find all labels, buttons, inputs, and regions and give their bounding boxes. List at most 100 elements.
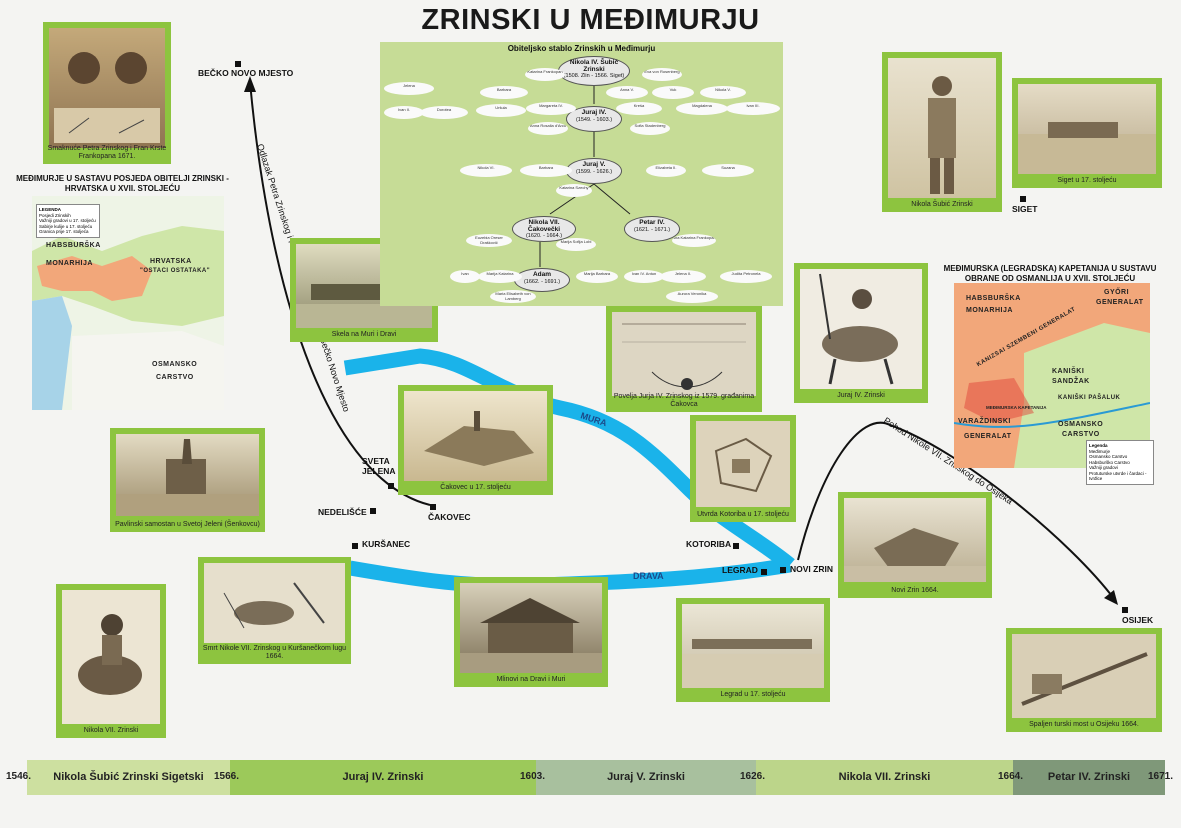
map-right-label-habsburska: HABSBURŠKA (966, 295, 1021, 302)
timeline-year-0: 1546. (6, 771, 32, 782)
novi-zrin-caption: Novi Zrin 1664. (891, 587, 939, 594)
tree-side-node: Eva von Rosenberg (642, 68, 682, 81)
map-right-shapes (954, 283, 1150, 468)
juraj-iv-caption: Juraj IV. Zrinski (837, 392, 885, 399)
place-kursanec-label: KURŠANEC (362, 539, 411, 549)
place-becko-label: BEČKO NOVO MJESTO (198, 68, 294, 78)
map-right-label-kaniski: KANIŠKI (1052, 368, 1085, 375)
frame-nikola-vii: Nikola VII. Zrinski (56, 584, 166, 738)
tree-side-node: Barbara (520, 164, 572, 177)
cakovec-image (404, 391, 547, 481)
tree-side-node: Katarina Frankopan (525, 68, 565, 81)
map-left-label-osmansko: OSMANSKO (152, 361, 198, 368)
odlazak-arrowhead (244, 76, 256, 92)
tree-side-node: Ivan II. (384, 106, 424, 119)
map-right-legend: Legenda Međimurje Osmansko Carstvo Habsb… (1086, 440, 1154, 485)
kotoriba-image (696, 421, 790, 507)
nikola-subic-image (888, 58, 996, 198)
frame-smaknuce: Smaknuće Petra Zrinskog i Fran Krste Fra… (43, 22, 171, 164)
pavlinski-image (116, 434, 259, 516)
frame-juraj-iv: Juraj IV. Zrinski (794, 263, 928, 403)
place-legrad-label: LEGRAD (722, 565, 758, 575)
tree-side-node: Anna V. (606, 86, 648, 99)
page-title: ZRINSKI U MEĐIMURJU (421, 4, 760, 36)
tree-side-node: Judita Petronela (720, 270, 772, 283)
smrt-caption: Smrt Nikole VII. Zrinskog u Kuršanečkom … (202, 645, 347, 660)
legrad-caption: Legrad u 17. stoljeću (720, 691, 786, 698)
place-novi-zrin-marker (780, 564, 786, 574)
tree-side-node: Dorotea (420, 106, 468, 119)
kotoriba-caption: Utvrda Kotoriba u 17. stoljeću (697, 511, 789, 518)
place-legrad-marker (761, 566, 767, 576)
timeline: Nikola Šubić Zrinski Sigetski Juraj IV. … (27, 760, 1165, 795)
tree-side-node: Euzebia Oreser Draškovič (466, 234, 512, 247)
tree-side-node: Jelena II. (660, 270, 706, 283)
mlinovi-caption: Mlinovi na Dravi i Muri (496, 676, 566, 683)
drava-label: DRAVA (633, 571, 664, 581)
place-nedelisce-marker (370, 505, 376, 515)
pohod-route (797, 421, 1116, 601)
tree-side-node: Marija Sofija Lobl (556, 238, 596, 251)
siget-caption: Siget u 17. stoljeću (1057, 177, 1117, 184)
frame-cakovec: Čakovec u 17. stoljeću (398, 385, 553, 495)
family-tree: Obiteljsko stablo Zrinskih u Međimurju N… (380, 42, 783, 306)
frame-most: Spaljen turski most u Osijeku 1664. (1006, 628, 1162, 732)
tree-node-petar-iv: Petar IV.(1621. - 1671.) (624, 216, 680, 242)
frame-novi-zrin: Novi Zrin 1664. (838, 492, 992, 598)
frame-smrt: Smrt Nikole VII. Zrinskog u Kuršanečkom … (198, 557, 351, 664)
povelja-caption: Povelja Jurja IV. Zrinskog iz 1579. građ… (613, 393, 755, 408)
place-sveta-jelena-marker (388, 480, 394, 490)
map-right-label-osmansko: OSMANSKO (1058, 421, 1104, 428)
timeline-segment-2: Juraj V. Zrinski (536, 760, 756, 795)
timeline-segment-4: Petar IV. Zrinski (1013, 760, 1165, 795)
tree-side-node: Vuk (652, 86, 694, 99)
timeline-year-1: 1566. (214, 771, 240, 782)
nikola-subic-caption: Nikola Šubić Zrinski (911, 201, 973, 208)
tree-side-node: Jelena (384, 82, 434, 95)
frame-povelja: Povelja Jurja IV. Zrinskog iz 1579. građ… (606, 306, 762, 412)
nikola-vii-image (62, 590, 160, 724)
frame-mlinovi: Mlinovi na Dravi i Muri (454, 577, 608, 687)
cakovec-caption: Čakovec u 17. stoljeću (440, 484, 511, 491)
tree-side-node: Ivan IV. Antun (624, 270, 664, 283)
tree-node-nikola-iv: Nikola IV. Šubić Zrinski(1508. Zlin - 15… (558, 56, 630, 86)
place-nedelisce-label: NEDELIŠĆE (318, 507, 367, 517)
tree-side-node: Ivan (450, 270, 480, 283)
map-right-label-carstvo: CARSTVO (1062, 431, 1100, 438)
place-kotoriba-marker (733, 540, 739, 550)
tree-side-node: Marija Barbara (576, 270, 618, 283)
map-right-label-kaniski-pasaluk: KANIŠKI PAŠALUK (1058, 395, 1121, 401)
place-cakovec-marker (430, 501, 436, 511)
map-left-label-habsburska: HABSBURŠKA (46, 242, 101, 249)
map-right-title: MEĐIMURSKA (LEGRADSKA) KAPETANIJA U SUST… (943, 264, 1157, 283)
timeline-segment-0: Nikola Šubić Zrinski Sigetski (27, 760, 230, 795)
mlinovi-image (460, 583, 602, 673)
place-siget-label: SIGET (1012, 204, 1038, 214)
place-sveta-jelena-label: SVETA JELENA (362, 456, 396, 476)
map-right-label-kapetanija: MEĐIMURSKA KAPETANIJA (986, 405, 1047, 410)
tree-node-juraj-iv: Juraj IV.(1549. - 1603.) (566, 106, 622, 132)
map-left-title: MEĐIMURJE U SASTAVU POSJEDA OBITELJI ZRI… (16, 174, 229, 193)
frame-pavlinski: Pavlinski samostan u Svetoj Jeleni (Šenk… (110, 428, 265, 532)
timeline-year-3: 1626. (740, 771, 766, 782)
place-osijek-label: OSIJEK (1122, 615, 1154, 625)
skela-caption: Skela na Muri i Dravi (331, 331, 397, 338)
place-siget-marker (1020, 193, 1026, 203)
timeline-year-4: 1664. (998, 771, 1024, 782)
place-osijek-marker (1122, 604, 1128, 614)
legrad-image (682, 604, 824, 688)
tree-side-node: Sofia Stadenberg (630, 122, 670, 135)
tree-side-node: Katarina Szechy (556, 184, 592, 197)
novi-zrin-image (844, 498, 986, 582)
place-novi-zrin-label: NOVI ZRIN (790, 564, 833, 574)
map-left-label-carstvo: CARSTVO (156, 374, 194, 381)
tree-side-node: Elizabeta II. (646, 164, 686, 177)
frame-legrad: Legrad u 17. stoljeću (676, 598, 830, 702)
frame-siget: Siget u 17. stoljeću (1012, 78, 1162, 188)
tree-side-node: Marija Katarina (478, 270, 522, 283)
tree-side-node: Ivan III. (726, 102, 780, 115)
pavlinski-caption: Pavlinski samostan u Svetoj Jeleni (Šenk… (115, 521, 260, 528)
smaknuce-caption: Smaknuće Petra Zrinskog i Fran Krste Fra… (47, 145, 167, 160)
siget-image (1018, 84, 1156, 174)
family-tree-title: Obiteljsko stablo Zrinskih u Međimurju (507, 44, 656, 53)
